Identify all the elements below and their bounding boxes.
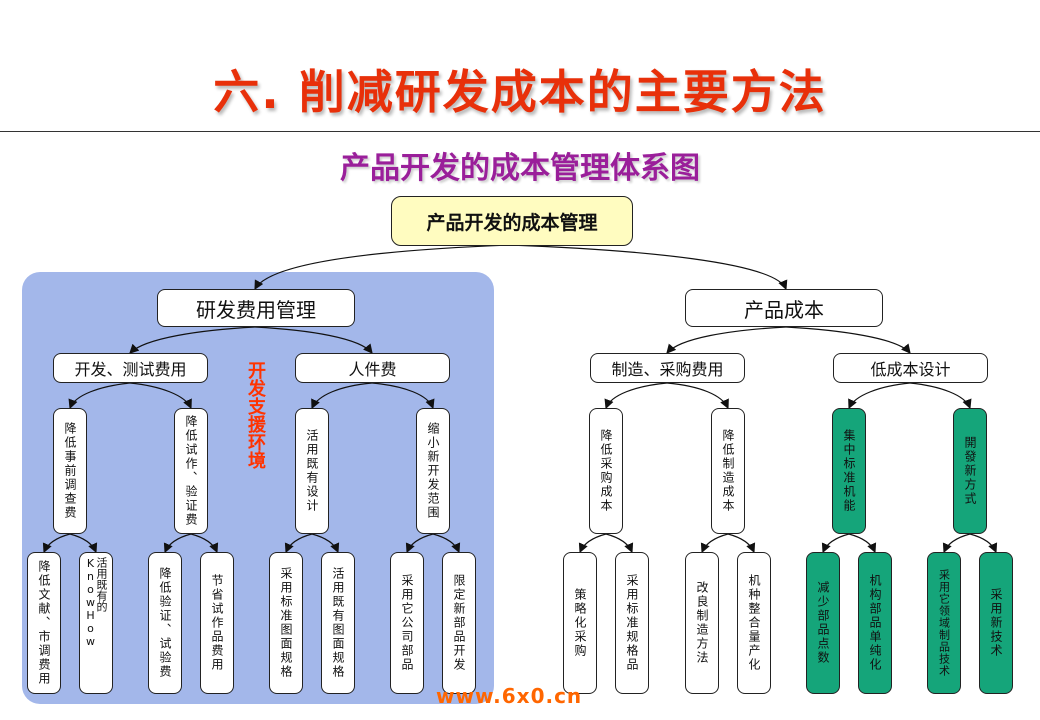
node-reduce-purchase-cost: 降低采购成本 xyxy=(589,408,623,534)
node-leaf-reduce-test-cost: 降低验证、试验费 xyxy=(148,552,182,694)
node-leaf-save-prototype-cost: 节省试作品费用 xyxy=(200,552,234,694)
node-leaf-reduce-literature-cost: 降低文献、市调费用 xyxy=(27,552,61,694)
node-dev-test-expense: 开发、测试费用 xyxy=(53,353,208,383)
node-develop-new-method: 開發新方式 xyxy=(953,408,987,534)
link-product-mfg xyxy=(666,326,787,354)
node-rd-expense: 研发费用管理 xyxy=(157,289,355,327)
node-leaf-reuse-knowhow: 活用既有的KnowHow xyxy=(79,552,113,694)
node-leaf-standard-parts: 采用标准规格品 xyxy=(615,552,649,694)
watermark: www.6x0.cn xyxy=(436,684,583,708)
node-leaf-cross-domain-tech: 采用它领域制品技术 xyxy=(927,552,961,694)
node-reuse-existing-design: 活用既有设计 xyxy=(295,408,329,534)
node-leaf-improve-mfg-method: 改良制造方法 xyxy=(685,552,719,694)
node-leaf-simplify-mechanism: 机构部品单纯化 xyxy=(858,552,892,694)
node-leaf-reuse-drawings: 活用既有图面规格 xyxy=(321,552,355,694)
link-rd-labor xyxy=(254,326,373,354)
link-root-product xyxy=(509,244,788,291)
node-labor-cost: 人件费 xyxy=(295,353,450,383)
link-root-rd xyxy=(254,244,511,291)
page-title: 六. 削减研发成本的主要方法 xyxy=(213,65,827,119)
node-leaf-standard-drawings: 采用标准图面规格 xyxy=(269,552,303,694)
node-leaf-reduce-part-count: 减少部品点数 xyxy=(806,552,840,694)
node-reduce-mfg-cost: 降低制造成本 xyxy=(711,408,745,534)
node-low-cost-design: 低成本设计 xyxy=(833,353,988,383)
node-leaf-new-technology: 采用新技术 xyxy=(979,552,1013,694)
node-narrow-new-dev-scope: 缩小新开发范围 xyxy=(416,408,450,534)
node-centralize-standard-function: 集中标准机能 xyxy=(832,408,866,534)
diagram-subtitle: 产品开发的成本管理体系图 xyxy=(340,151,700,186)
root-node: 产品开发的成本管理 xyxy=(391,196,633,246)
node-leaf-model-integration: 机种整合量产化 xyxy=(737,552,771,694)
node-reduce-trial-verify-cost: 降低试作、验证费 xyxy=(174,408,208,534)
node-leaf-strategic-purchase: 策略化采购 xyxy=(563,552,597,694)
node-reduce-survey-cost: 降低事前调查费 xyxy=(53,408,87,534)
dev-support-env-label: 开发支援环境 xyxy=(245,361,266,469)
link-rd-dev xyxy=(129,326,256,354)
title-divider xyxy=(0,131,1040,132)
node-mfg-purchase-expense: 制造、采购费用 xyxy=(590,353,745,383)
node-product-cost: 产品成本 xyxy=(685,289,883,327)
node-leaf-other-company-parts: 采用它公司部品 xyxy=(390,552,424,694)
link-product-design xyxy=(785,326,911,354)
node-leaf-limit-new-parts: 限定新部品开发 xyxy=(442,552,476,694)
